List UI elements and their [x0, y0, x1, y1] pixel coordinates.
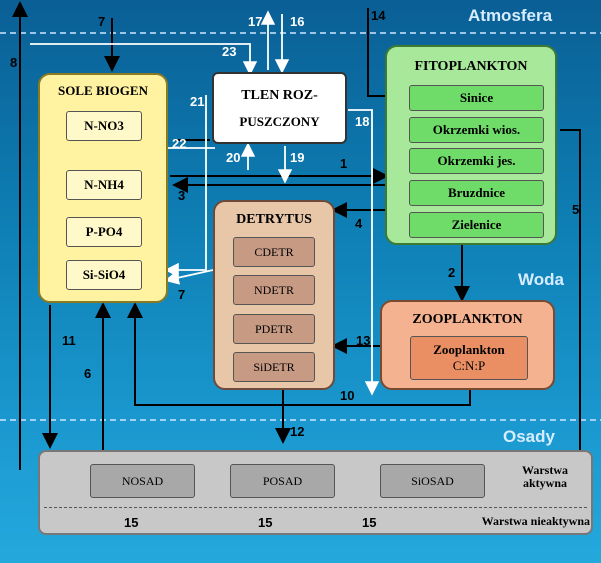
phyto-sinice: Sinice: [409, 85, 544, 111]
sediment-si: SiOSAD: [380, 464, 485, 498]
zone-water-label: Woda: [518, 270, 564, 289]
flow-label-21: 21: [190, 94, 205, 109]
flow-label-12: 12: [290, 424, 305, 439]
flow-label-10: 10: [340, 388, 355, 403]
flow-label-13: 13: [356, 333, 371, 348]
phyto-zielenice: Zielenice: [409, 212, 544, 238]
phyto-bruzdnice: Bruzdnice: [409, 180, 544, 206]
flow-label-15c: 15: [362, 515, 377, 530]
sediment-p: POSAD: [230, 464, 335, 498]
phytoplankton-title: FITOPLANKTON: [414, 59, 528, 74]
detritus-si: SiDETR: [233, 352, 315, 382]
flow-10: [127, 302, 471, 406]
flow-label-20: 20: [226, 150, 241, 165]
flow-23: [30, 43, 258, 76]
flow-label-4: 4: [355, 216, 363, 231]
flow-label-2: 2: [448, 265, 456, 280]
flow-7-side: [164, 269, 214, 285]
nutrients-box: SOLE BIOGEN N-NO3 N-NH4 P-PO4 Si-SiO4: [38, 73, 168, 303]
detritus-n: NDETR: [233, 275, 315, 305]
nutrient-si-sio4: Si-SiO4: [66, 260, 142, 290]
zone-sediments-label: Osady: [503, 427, 555, 446]
flow-18: [348, 109, 380, 396]
detritus-p: PDETR: [233, 314, 315, 344]
sediment-n: NOSAD: [90, 464, 195, 498]
flow-label-18: 18: [355, 114, 370, 129]
zooplankton-box: ZOOPLANKTON Zooplankton C:N:P: [380, 300, 555, 390]
flow-label-22: 22: [172, 136, 187, 151]
oxygen-title-line1: TLEN ROZ-: [241, 88, 318, 103]
dissolved-oxygen-box: TLEN ROZ- PUSZCZONY: [212, 72, 347, 144]
sediment-active-layer: Warstwa aktywna: [522, 463, 568, 490]
flow-21: [164, 95, 207, 278]
flow-label-6: 6: [84, 366, 92, 381]
flow-label-11: 11: [62, 333, 76, 348]
sediment-layer-divider: [44, 507, 587, 508]
nutrients-title: SOLE BIOGEN: [58, 83, 148, 98]
detritus-box: DETRYTUS CDETR NDETR PDETR SiDETR: [213, 200, 335, 390]
zooplankton-item-line2: C:N:P: [452, 358, 486, 373]
flow-label-3: 3: [178, 188, 186, 203]
flow-label-7b: 7: [178, 287, 186, 302]
zooplankton-title: ZOOPLANKTON: [412, 312, 523, 327]
flow-label-15b: 15: [258, 515, 273, 530]
flow-label-7: 7: [98, 14, 106, 29]
flow-label-8: 8: [10, 55, 18, 70]
detritus-c: CDETR: [233, 237, 315, 267]
flow-label-5: 5: [572, 202, 580, 217]
phyto-okrzemki-jes: Okrzemki jes.: [409, 148, 544, 174]
sediment-inactive-layer: Warstwa nieaktywna: [481, 514, 590, 528]
nutrient-n-nh4: N-NH4: [66, 170, 142, 200]
flow-label-15a: 15: [124, 515, 139, 530]
detritus-title: DETRYTUS: [236, 212, 312, 227]
phyto-okrzemki-wios: Okrzemki wios.: [409, 117, 544, 143]
oxygen-title-line2: PUSZCZONY: [239, 114, 320, 129]
sediment-box: NOSAD POSAD SiOSAD Warstwa aktywna Warst…: [38, 450, 593, 535]
nutrient-p-po4: P-PO4: [66, 217, 142, 247]
zooplankton-item-line1: Zooplankton: [433, 342, 505, 357]
flow-label-23: 23: [222, 44, 237, 59]
flow-label-1: 1: [340, 156, 348, 171]
flow-label-17: 17: [248, 14, 263, 29]
zone-atmosphere-label: Atmosfera: [468, 6, 553, 25]
phytoplankton-box: FITOPLANKTON Sinice Okrzemki wios. Okrze…: [385, 45, 557, 245]
zooplankton-cnp: Zooplankton C:N:P: [410, 336, 528, 380]
flow-label-16: 16: [290, 14, 305, 29]
flow-5: [551, 129, 581, 508]
flow-label-19: 19: [290, 150, 305, 165]
flow-label-14: 14: [371, 8, 386, 23]
nutrient-n-no3: N-NO3: [66, 111, 142, 141]
